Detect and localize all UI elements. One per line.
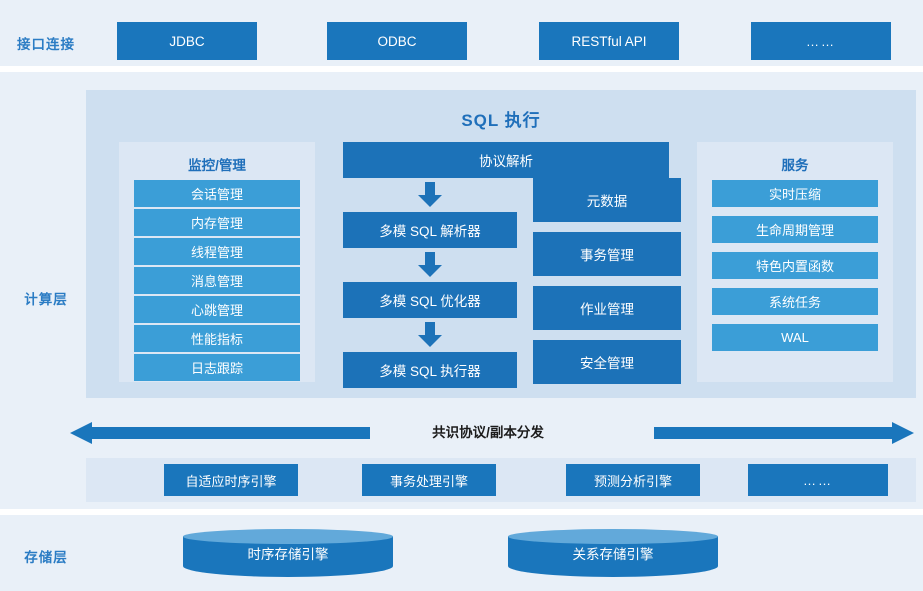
engine-item-label: 预测分析引擎 — [593, 473, 672, 489]
storage-layer-band: 存储层 时序存储引擎 关系存储引擎 — [0, 515, 923, 591]
pipeline-multimodel-parser[interactable]: 多模 SQL 解析器 — [343, 212, 517, 248]
storage-item-timeseries[interactable]: 时序存储引擎 — [183, 529, 393, 577]
interface-item-more[interactable]: …… — [751, 22, 891, 60]
engine-item-transaction-processing[interactable]: 事务处理引擎 — [362, 464, 496, 496]
pipeline-step-label: 多模 SQL 优化器 — [379, 294, 481, 309]
storage-item-label: 关系存储引擎 — [572, 547, 654, 562]
interface-item-label: RESTful API — [571, 33, 647, 49]
list-item[interactable]: 生命周期管理 — [712, 216, 878, 243]
sql-execution-panel: SQL 执行 监控/管理 会话管理 内存管理 线程管理 消息管理 心跳管理 — [86, 90, 916, 398]
interface-item-label: ODBC — [377, 33, 417, 49]
list-item[interactable]: 性能指标 — [134, 325, 300, 352]
list-item[interactable]: 系统任务 — [712, 288, 878, 315]
interface-item-restful-api[interactable]: RESTful API — [539, 22, 679, 60]
service-panel-list: 实时压缩 生命周期管理 特色内置函数 系统任务 WAL — [712, 180, 878, 360]
database-cylinder-top-icon — [508, 529, 718, 544]
list-item[interactable]: 消息管理 — [134, 267, 300, 294]
monitor-management-title: 监控/管理 — [188, 158, 246, 173]
engines-panel: 自适应时序引擎 事务处理引擎 预测分析引擎 …… — [86, 458, 916, 502]
management-item-transaction[interactable]: 事务管理 — [533, 232, 681, 276]
management-item-job[interactable]: 作业管理 — [533, 286, 681, 330]
sql-pipeline: 协议解析 多模 SQL 解析器 多模 SQL 优化器 — [343, 142, 669, 390]
storage-item-label: 时序存储引擎 — [247, 547, 329, 562]
interface-item-jdbc[interactable]: JDBC — [117, 22, 257, 60]
list-item-label: 会话管理 — [190, 187, 243, 202]
management-item-metadata[interactable]: 元数据 — [533, 178, 681, 222]
compute-layer-label: 计算层 — [24, 292, 68, 307]
engines-strip: 自适应时序引擎 事务处理引擎 预测分析引擎 …… — [86, 464, 916, 496]
pipeline-step-label: 多模 SQL 解析器 — [379, 224, 481, 239]
monitor-management-list: 会话管理 内存管理 线程管理 消息管理 心跳管理 性能指标 日志跟踪 — [134, 180, 300, 383]
list-item[interactable]: 内存管理 — [134, 209, 300, 236]
consensus-protocol-label: 共识协议/副本分发 — [432, 425, 544, 440]
list-item[interactable]: 心跳管理 — [134, 296, 300, 323]
management-item-security[interactable]: 安全管理 — [533, 340, 681, 384]
list-item[interactable]: 线程管理 — [134, 238, 300, 265]
list-item[interactable]: WAL — [712, 324, 878, 351]
management-column: 元数据 事务管理 作业管理 安全管理 — [533, 178, 681, 394]
compute-layer-band: 计算层 SQL 执行 监控/管理 会话管理 内存管理 线程管理 消息管理 — [0, 72, 923, 509]
list-item-label: 系统任务 — [768, 295, 821, 310]
engine-item-adaptive-timeseries[interactable]: 自适应时序引擎 — [164, 464, 298, 496]
list-item[interactable]: 日志跟踪 — [134, 354, 300, 381]
list-item-label: 内存管理 — [190, 216, 243, 231]
list-item-label: 实时压缩 — [768, 187, 821, 202]
engine-item-predictive-analytics[interactable]: 预测分析引擎 — [566, 464, 700, 496]
monitor-management-panel: 监控/管理 会话管理 内存管理 线程管理 消息管理 心跳管理 性能指标 — [119, 142, 315, 382]
ellipsis-icon: …… — [806, 33, 836, 49]
list-item-label: 性能指标 — [190, 332, 243, 347]
management-item-label: 事务管理 — [580, 248, 634, 263]
pipeline-step-label: 多模 SQL 执行器 — [379, 364, 481, 379]
arrow-down-icon — [343, 248, 517, 282]
management-item-label: 元数据 — [586, 194, 628, 209]
management-item-label: 作业管理 — [580, 302, 634, 317]
service-panel: 服务 实时压缩 生命周期管理 特色内置函数 系统任务 WAL — [697, 142, 893, 382]
list-item-label: 线程管理 — [190, 245, 243, 260]
arrow-down-icon — [343, 318, 517, 352]
list-item-label: 生命周期管理 — [755, 223, 834, 238]
pipeline-protocol-parse[interactable]: 协议解析 — [343, 142, 669, 178]
list-item[interactable]: 会话管理 — [134, 180, 300, 207]
interface-items-strip: JDBC ODBC RESTful API …… — [92, 22, 915, 60]
pipeline-multimodel-optimizer[interactable]: 多模 SQL 优化器 — [343, 282, 517, 318]
interface-layer-band: 接口连接 JDBC ODBC RESTful API …… — [0, 0, 923, 66]
list-item-label: 日志跟踪 — [190, 361, 243, 376]
list-item-label: 消息管理 — [190, 274, 243, 289]
engine-item-label: 事务处理引擎 — [389, 473, 468, 489]
management-item-label: 安全管理 — [580, 356, 634, 371]
list-item-label: WAL — [781, 330, 809, 345]
list-item-label: 特色内置函数 — [755, 259, 834, 274]
arrow-right-icon — [654, 422, 914, 449]
service-panel-title: 服务 — [781, 158, 809, 173]
ellipsis-icon: …… — [803, 472, 833, 488]
arrow-down-icon — [343, 178, 517, 212]
pipeline-multimodel-executor[interactable]: 多模 SQL 执行器 — [343, 352, 517, 388]
list-item[interactable]: 特色内置函数 — [712, 252, 878, 279]
list-item-label: 心跳管理 — [190, 303, 243, 318]
interface-item-odbc[interactable]: ODBC — [327, 22, 467, 60]
database-cylinder-top-icon — [183, 529, 393, 544]
list-item[interactable]: 实时压缩 — [712, 180, 878, 207]
engine-item-more[interactable]: …… — [748, 464, 888, 496]
interface-item-label: JDBC — [169, 33, 205, 49]
engine-item-label: 自适应时序引擎 — [185, 473, 277, 489]
interface-layer-label: 接口连接 — [17, 37, 75, 52]
storage-layer-label: 存储层 — [24, 550, 68, 565]
consensus-protocol-row: 共识协议/副本分发 — [62, 412, 914, 452]
arrow-left-icon — [70, 422, 370, 449]
storage-item-relational[interactable]: 关系存储引擎 — [508, 529, 718, 577]
pipeline-step-label: 协议解析 — [479, 154, 533, 169]
sql-execution-title: SQL 执行 — [461, 111, 541, 130]
